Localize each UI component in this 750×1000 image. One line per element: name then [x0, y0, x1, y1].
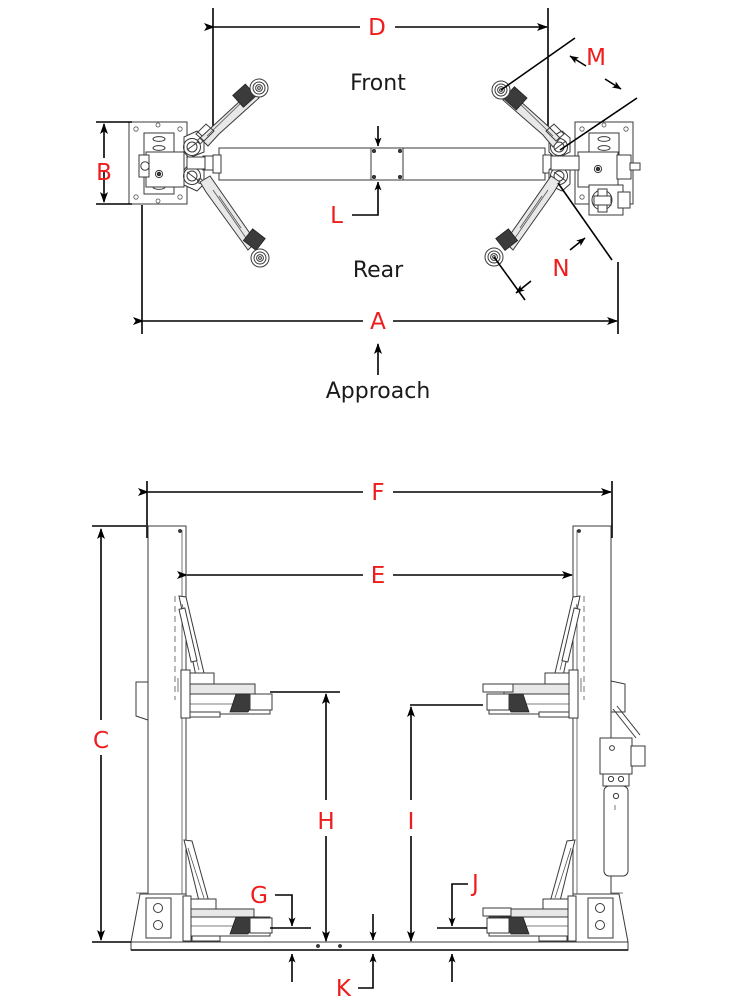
label-approach: Approach [326, 379, 431, 404]
ext-line-m-2 [559, 97, 638, 151]
right-lower-arm-pad [486, 917, 510, 934]
left-upper-arm-assembly [174, 595, 273, 719]
dimension-label-i: I [408, 809, 415, 835]
dimension-n: N [493, 182, 613, 301]
ext-line-n-2 [557, 182, 613, 261]
dimension-label-n: N [552, 256, 569, 282]
dimension-label-j: J [470, 871, 479, 897]
dimension-label-e: E [371, 563, 386, 589]
dimension-j: J [437, 871, 487, 982]
right-column-plan [548, 121, 641, 216]
right-lower-arm-assembly [482, 839, 577, 942]
left-column-plan [128, 121, 220, 205]
dimension-c: C [92, 525, 146, 941]
dimension-f: F [138, 480, 612, 506]
front-elevation-view: F [92, 480, 646, 1000]
dimension-g: G [250, 883, 311, 982]
leader-k [358, 982, 374, 989]
dimension-label-k: K [336, 976, 352, 1000]
left-upper-arm-link [184, 683, 256, 695]
ext-line-m-1 [500, 37, 576, 91]
floor-slab [92, 941, 629, 951]
right-upper-arm-pad [486, 693, 510, 711]
top-view: D Front [96, 8, 641, 404]
power-unit-motor [599, 737, 633, 775]
dimension-e: E [177, 563, 573, 589]
left-front-arm [195, 78, 269, 147]
dimension-label-a: A [370, 309, 386, 335]
left-rear-pad-block [242, 228, 266, 252]
dimension-h: H [270, 691, 340, 942]
dimension-d: D [204, 15, 548, 41]
dimension-label-d: D [368, 15, 386, 41]
dimension-a: A [133, 205, 619, 335]
crossbar-assembly [212, 147, 552, 181]
left-column-post [147, 525, 187, 943]
dimension-b: B [96, 121, 132, 205]
dimension-label-f: F [371, 480, 384, 506]
dimension-label-g: G [250, 883, 268, 909]
power-unit-pump [602, 773, 630, 787]
right-column-post [572, 525, 612, 943]
right-upper-arm-assembly [482, 595, 585, 719]
dimension-m: M [500, 37, 638, 151]
left-column-section [145, 151, 185, 188]
right-upper-arm-link [503, 683, 575, 695]
right-column-elevation [572, 525, 646, 943]
leader-j [451, 883, 468, 908]
dimension-label-h: H [317, 809, 334, 835]
left-rear-arm [199, 175, 270, 268]
left-lower-arm-pad [249, 917, 273, 934]
dimension-label-l: L [330, 203, 343, 229]
right-rear-pad-block [495, 228, 519, 252]
label-front: Front [350, 71, 406, 96]
crossbar-right-section [402, 147, 546, 181]
left-column-bracket [135, 681, 149, 721]
dimension-i: I [407, 704, 483, 942]
label-rear: Rear [353, 258, 404, 283]
crossbar-left-section [218, 147, 372, 181]
hydraulic-reservoir [603, 785, 629, 877]
leader-g [275, 894, 293, 908]
right-column-bracket [610, 680, 626, 713]
dimension-label-c: C [93, 728, 109, 754]
leader-l [352, 202, 379, 216]
dimension-l: L [330, 126, 382, 229]
left-upper-arm-pad [249, 693, 273, 711]
left-lower-arm-assembly [182, 839, 273, 942]
crossbar-center-section [370, 147, 404, 181]
dimension-label-b: B [96, 160, 112, 186]
dimension-label-m: M [586, 45, 606, 71]
approach-indicator: Approach [326, 343, 431, 404]
dimension-k: K [336, 914, 377, 1000]
